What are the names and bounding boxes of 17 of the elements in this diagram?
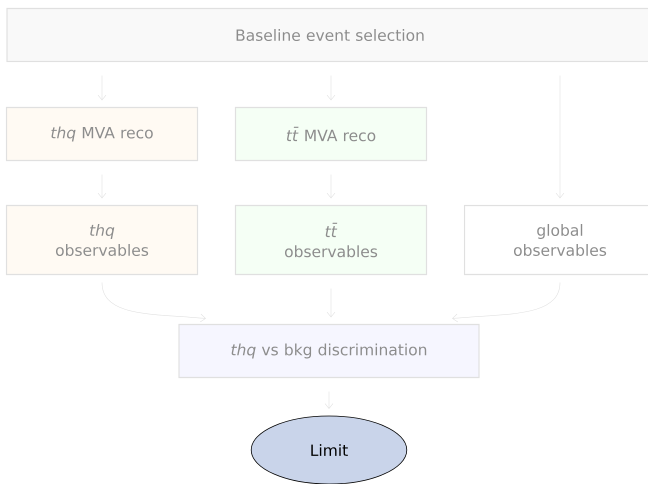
arrow [326, 75, 336, 100]
arrow [452, 282, 560, 322]
arrow [98, 174, 106, 198]
process-box: tt̄ MVA reco [234, 106, 428, 162]
process-box: thq MVA reco [6, 106, 198, 162]
arrow [324, 391, 334, 409]
arrow [102, 282, 206, 322]
process-box: tt̄ observables [234, 204, 428, 276]
arrow [556, 75, 564, 198]
process-box: Baseline event selection [6, 8, 648, 62]
process-box: thq observables [6, 204, 198, 276]
process-box: thq vs bkg discrimination [178, 324, 480, 378]
ellipse-node: Limit [250, 416, 408, 484]
process-box: global observables [464, 204, 648, 276]
arrow [98, 75, 106, 100]
arrow [326, 174, 336, 198]
arrow [326, 288, 336, 318]
